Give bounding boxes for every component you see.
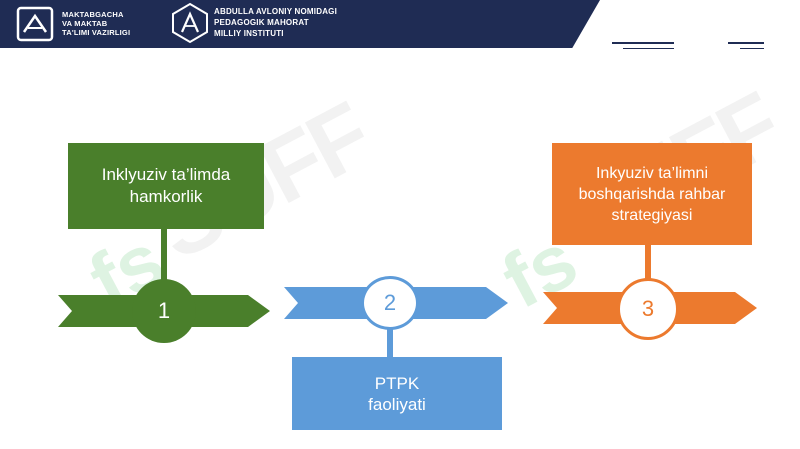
step-3-label-line: Inkyuziv ta’limni (595, 164, 708, 182)
step-3-connector (645, 245, 651, 280)
step-1-connector (161, 229, 167, 281)
step-2-connector (387, 328, 393, 358)
step-1-box: Inklyuziv ta’limda hamkorlik (68, 143, 264, 229)
step-3-label-line: boshqarishda rahbar (578, 185, 726, 203)
step-3-label-line: strategiyasi (611, 206, 693, 224)
ministry-logo (16, 6, 54, 42)
header-bar: MAKTABGACHA VA MAKTAB TA'LIMI VAZIRLIGI … (0, 0, 800, 48)
step-2-box: PTPK faoliyati (292, 357, 502, 430)
institute-name-line: MILLIY INSTITUTI (214, 29, 284, 38)
step-2-label-line: faoliyati (368, 394, 426, 414)
header-white-stripe (572, 0, 800, 48)
decor-line (728, 42, 764, 44)
institute-name-line: PEDAGOGIK MAHORAT (214, 18, 309, 27)
ministry-name: MAKTABGACHA VA MAKTAB TA'LIMI VAZIRLIGI (62, 10, 130, 37)
institute-logo (172, 2, 208, 44)
step-2-label-line: PTPK (374, 373, 420, 393)
step-3-box: Inkyuziv ta’limni boshqarishda rahbar st… (552, 143, 752, 245)
step-1-number: 1 (132, 279, 196, 343)
ministry-name-line: TA'LIMI VAZIRLIGI (62, 28, 131, 37)
ministry-name-line: MAKTABGACHA (62, 10, 124, 19)
decor-line (612, 42, 674, 44)
ministry-name-line: VA MAKTAB (62, 19, 108, 28)
decor-line (740, 48, 764, 49)
institute-name: ABDULLA AVLONIY NOMIDAGI PEDAGOGIK MAHOR… (214, 6, 337, 39)
step-2-number: 2 (361, 276, 419, 330)
step-3-number: 3 (617, 278, 679, 340)
step-1-label-line: Inklyuziv ta’limda (101, 165, 231, 184)
institute-name-line: ABDULLA AVLONIY NOMIDAGI (214, 7, 338, 16)
decor-line (623, 48, 674, 49)
step-1-label-line: hamkorlik (129, 187, 203, 206)
